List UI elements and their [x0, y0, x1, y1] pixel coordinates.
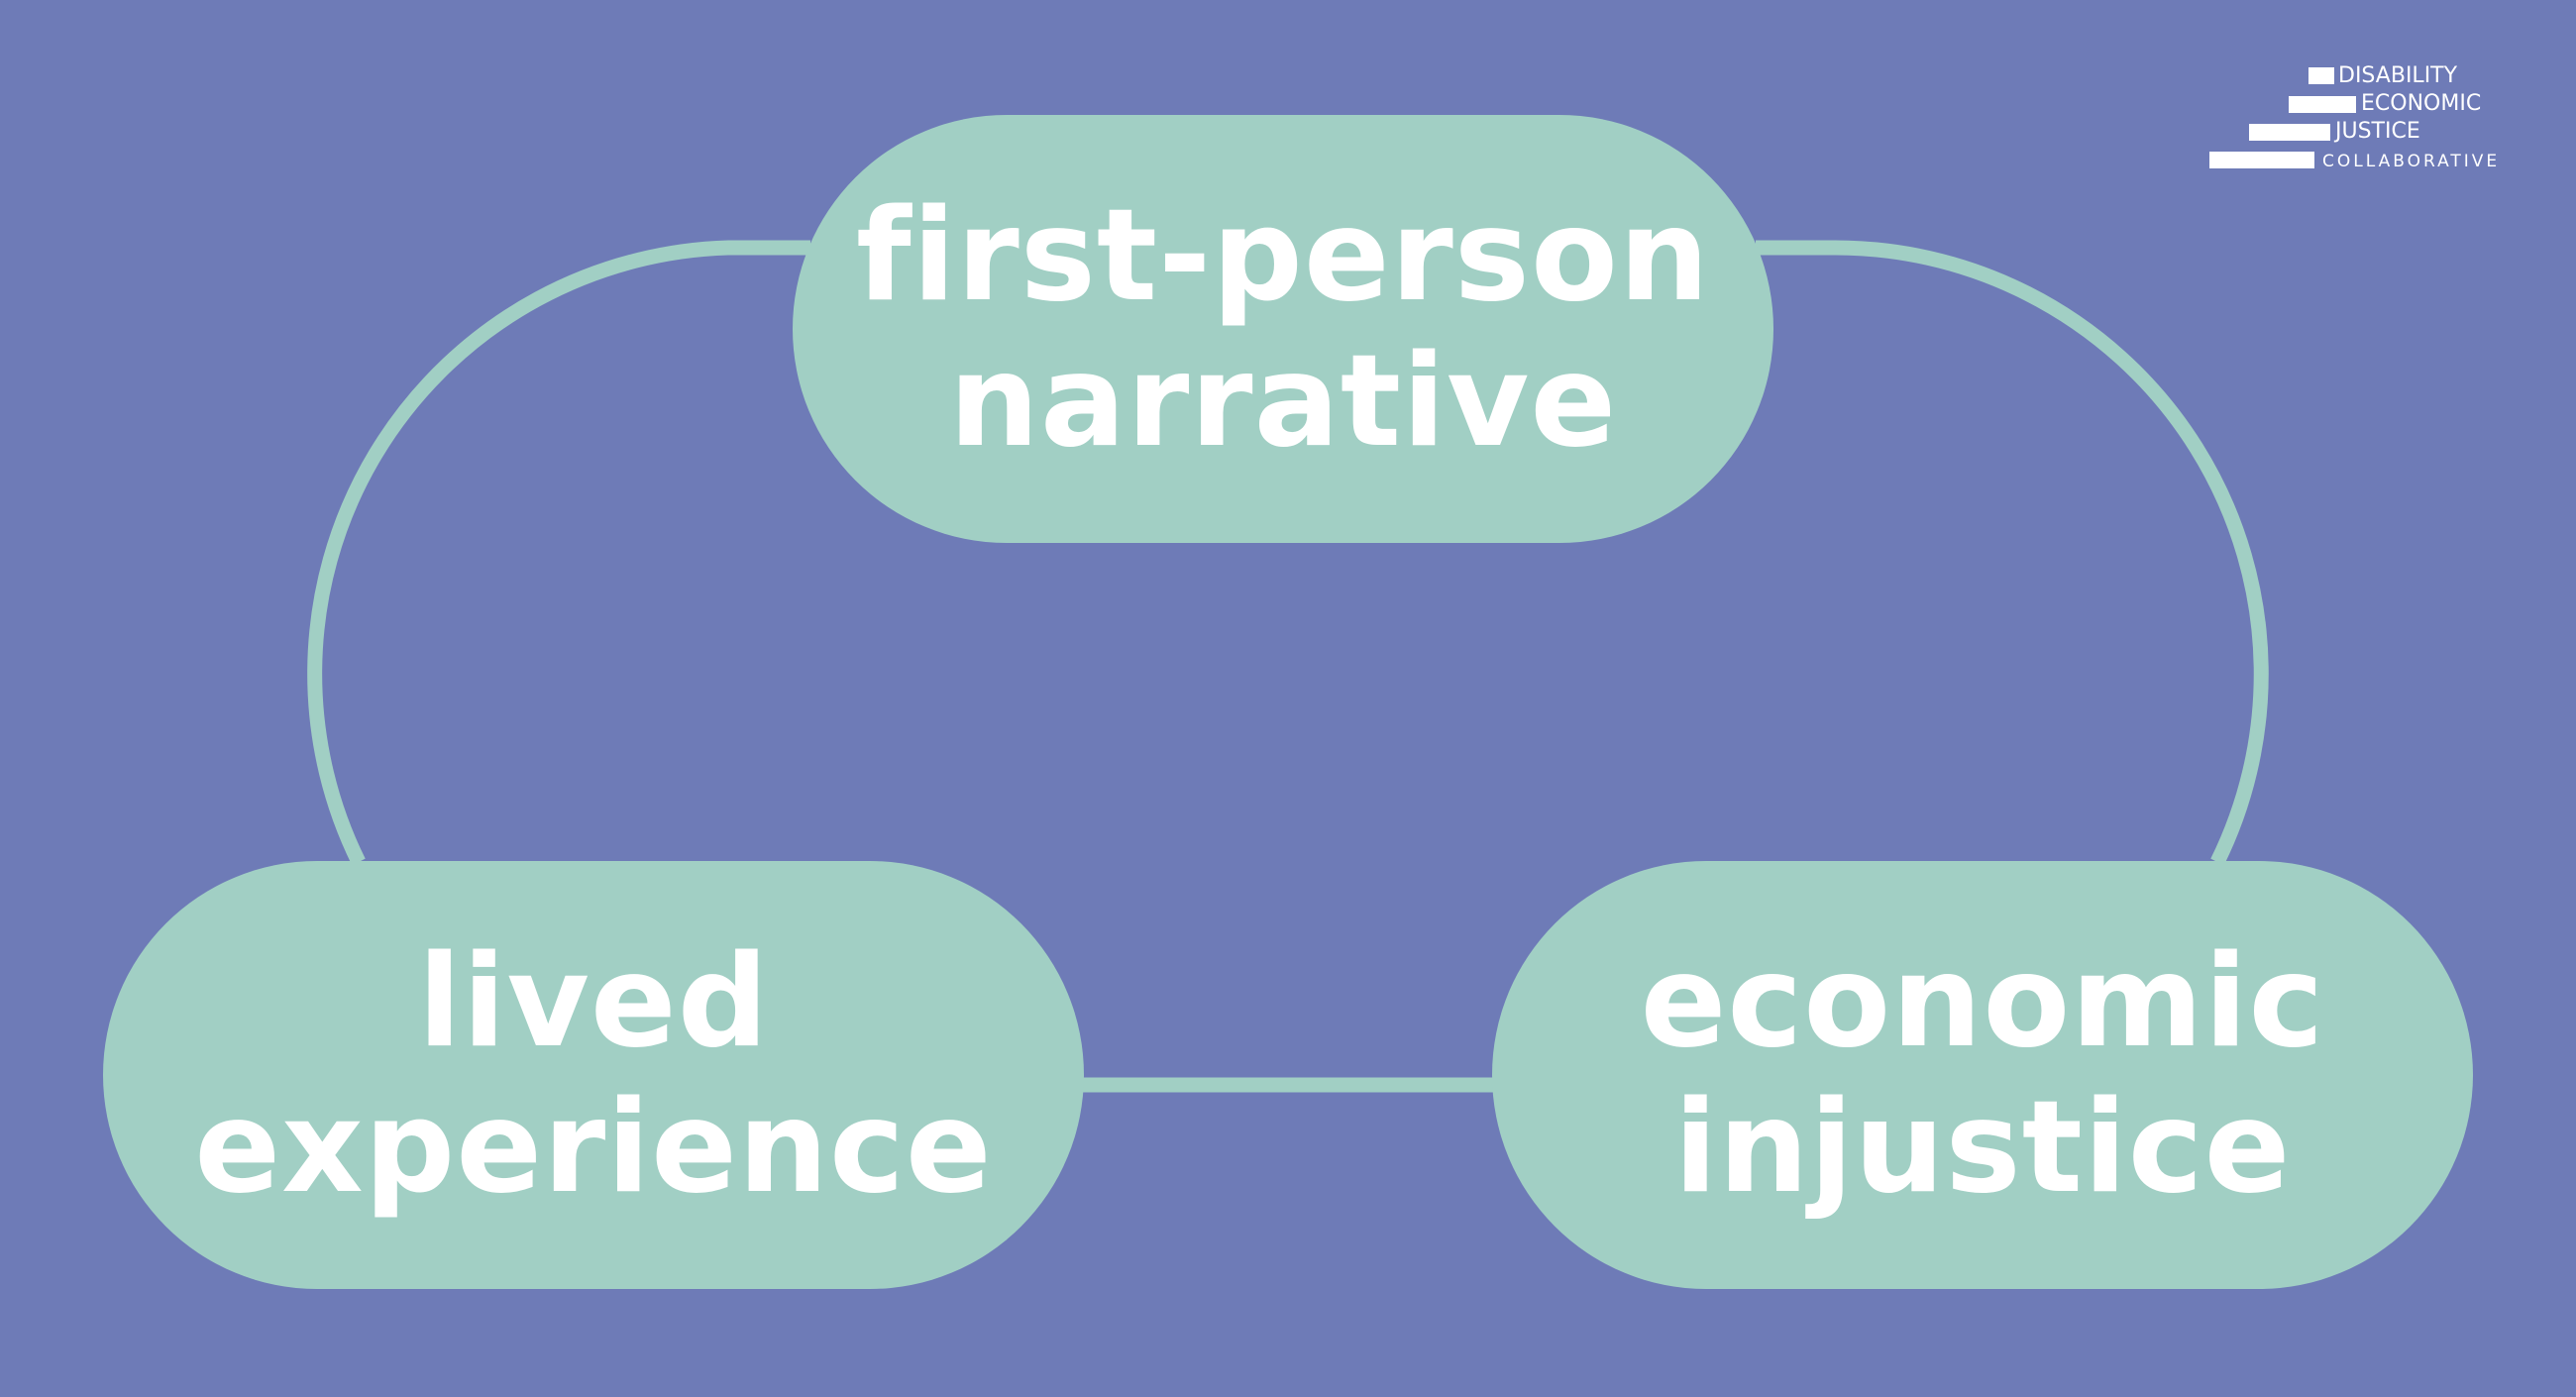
- node-left-line1: lived: [417, 927, 770, 1076]
- logo-text-justice: JUSTICE: [2335, 119, 2420, 144]
- node-lived-experience: lived experience: [103, 861, 1084, 1289]
- logo-text-disability: DISABILITY: [2338, 63, 2458, 88]
- node-right-line2: injustice: [1673, 1074, 2292, 1222]
- logo-text-collaborative: COLLABORATIVE: [2322, 152, 2501, 171]
- logo-text-economic: ECONOMIC: [2361, 91, 2482, 116]
- logo-bar-4: [2209, 152, 2314, 168]
- logo-bar-2: [2289, 96, 2356, 113]
- logo-bar-1: [2308, 67, 2334, 84]
- node-top-line2: narrative: [948, 328, 1618, 476]
- node-economic-injustice: economic injustice: [1492, 861, 2473, 1289]
- logo-bar-3: [2249, 124, 2330, 141]
- node-top-line1: first-person: [856, 181, 1710, 330]
- node-first-person-narrative: first-person narrative: [793, 115, 1773, 543]
- node-left-line2: experience: [194, 1074, 993, 1222]
- organization-logo: DISABILITY ECONOMIC JUSTICE COLLABORATIV…: [2207, 63, 2515, 172]
- node-right-line1: economic: [1640, 927, 2325, 1076]
- connector-top-right: [1756, 240, 2269, 866]
- connector-top-left: [307, 240, 810, 866]
